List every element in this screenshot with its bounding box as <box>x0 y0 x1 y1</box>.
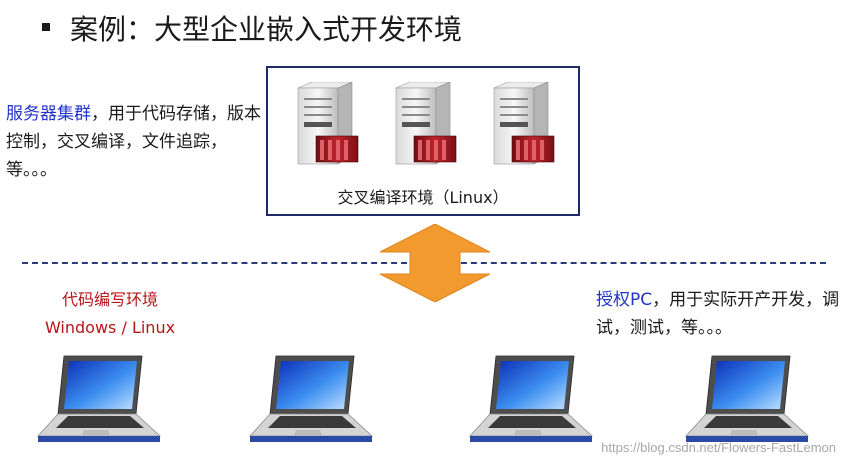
page-title-text: 案例：大型企业嵌入式开发环境 <box>70 13 463 46</box>
licensed-pc-description: 授权PC，用于实际开产开发，调试，测试，等。。。 <box>596 286 846 342</box>
laptop-icon <box>249 355 374 442</box>
dev-environment-line2: Windows / Linux <box>44 318 176 337</box>
server-icon <box>395 82 457 165</box>
server-cluster-description: 服务器集群，用于代码存储，版本控制，交叉编译，文件追踪，等。。。 <box>6 100 266 184</box>
double-arrow-icon <box>380 224 490 302</box>
licensed-pc-text: ，用于实际开产开发，调试，测试，等。。。 <box>596 290 840 338</box>
server-cluster-text: ，用于代码存储，版本控制，交叉编译，文件追踪，等。。。 <box>6 104 261 180</box>
page-title: 案例：大型企业嵌入式开发环境 <box>42 8 462 48</box>
laptop-icon <box>469 355 594 442</box>
bullet-icon <box>42 23 50 31</box>
server-icon <box>493 82 555 165</box>
dev-environment-line1: 代码编写环境 <box>61 290 158 309</box>
server-cluster-highlight: 服务器集群 <box>6 104 91 124</box>
watermark: https://blog.csdn.net/Flowers-FastLemon <box>601 440 836 455</box>
dev-environment-description: 代码编写环境 Windows / Linux <box>20 286 200 342</box>
server-caption: 交叉编译环境（Linux） <box>337 188 509 207</box>
laptop-icon <box>685 355 810 442</box>
laptop-icon <box>37 355 162 442</box>
server-icon <box>297 82 359 165</box>
cross-compile-environment-box: 交叉编译环境（Linux） <box>266 66 580 216</box>
licensed-pc-highlight: 授权PC <box>596 290 653 310</box>
